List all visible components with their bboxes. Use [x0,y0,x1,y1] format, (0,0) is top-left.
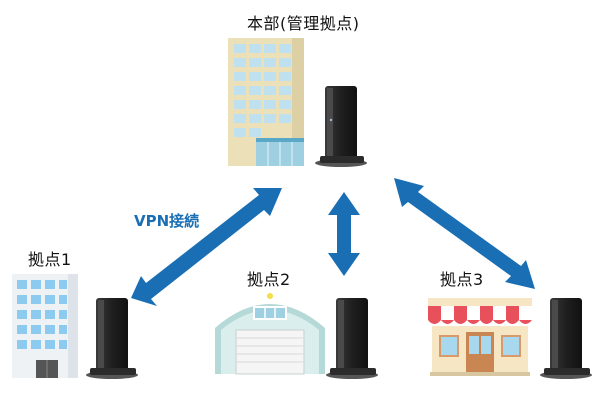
site1-label: 拠点1 [28,250,72,269]
vpn-arrow-hq-site3 [394,178,535,289]
vpn-arrow-hq-site1 [131,188,282,306]
hq-router [315,86,367,167]
site3-label: 拠点3 [440,270,484,289]
hq-label: 本部(管理拠点) [247,14,360,33]
hq-building [228,38,304,166]
vpn-connection-label: VPN接続 [134,212,200,230]
site3-shop [428,298,532,376]
site2-router [326,298,378,379]
site3-router [540,298,592,379]
vpn-arrow-hq-site2 [328,192,360,276]
site2-warehouse [215,293,325,375]
site1-building [12,274,78,378]
site2-label: 拠点2 [247,270,291,289]
site1-router [86,298,138,379]
